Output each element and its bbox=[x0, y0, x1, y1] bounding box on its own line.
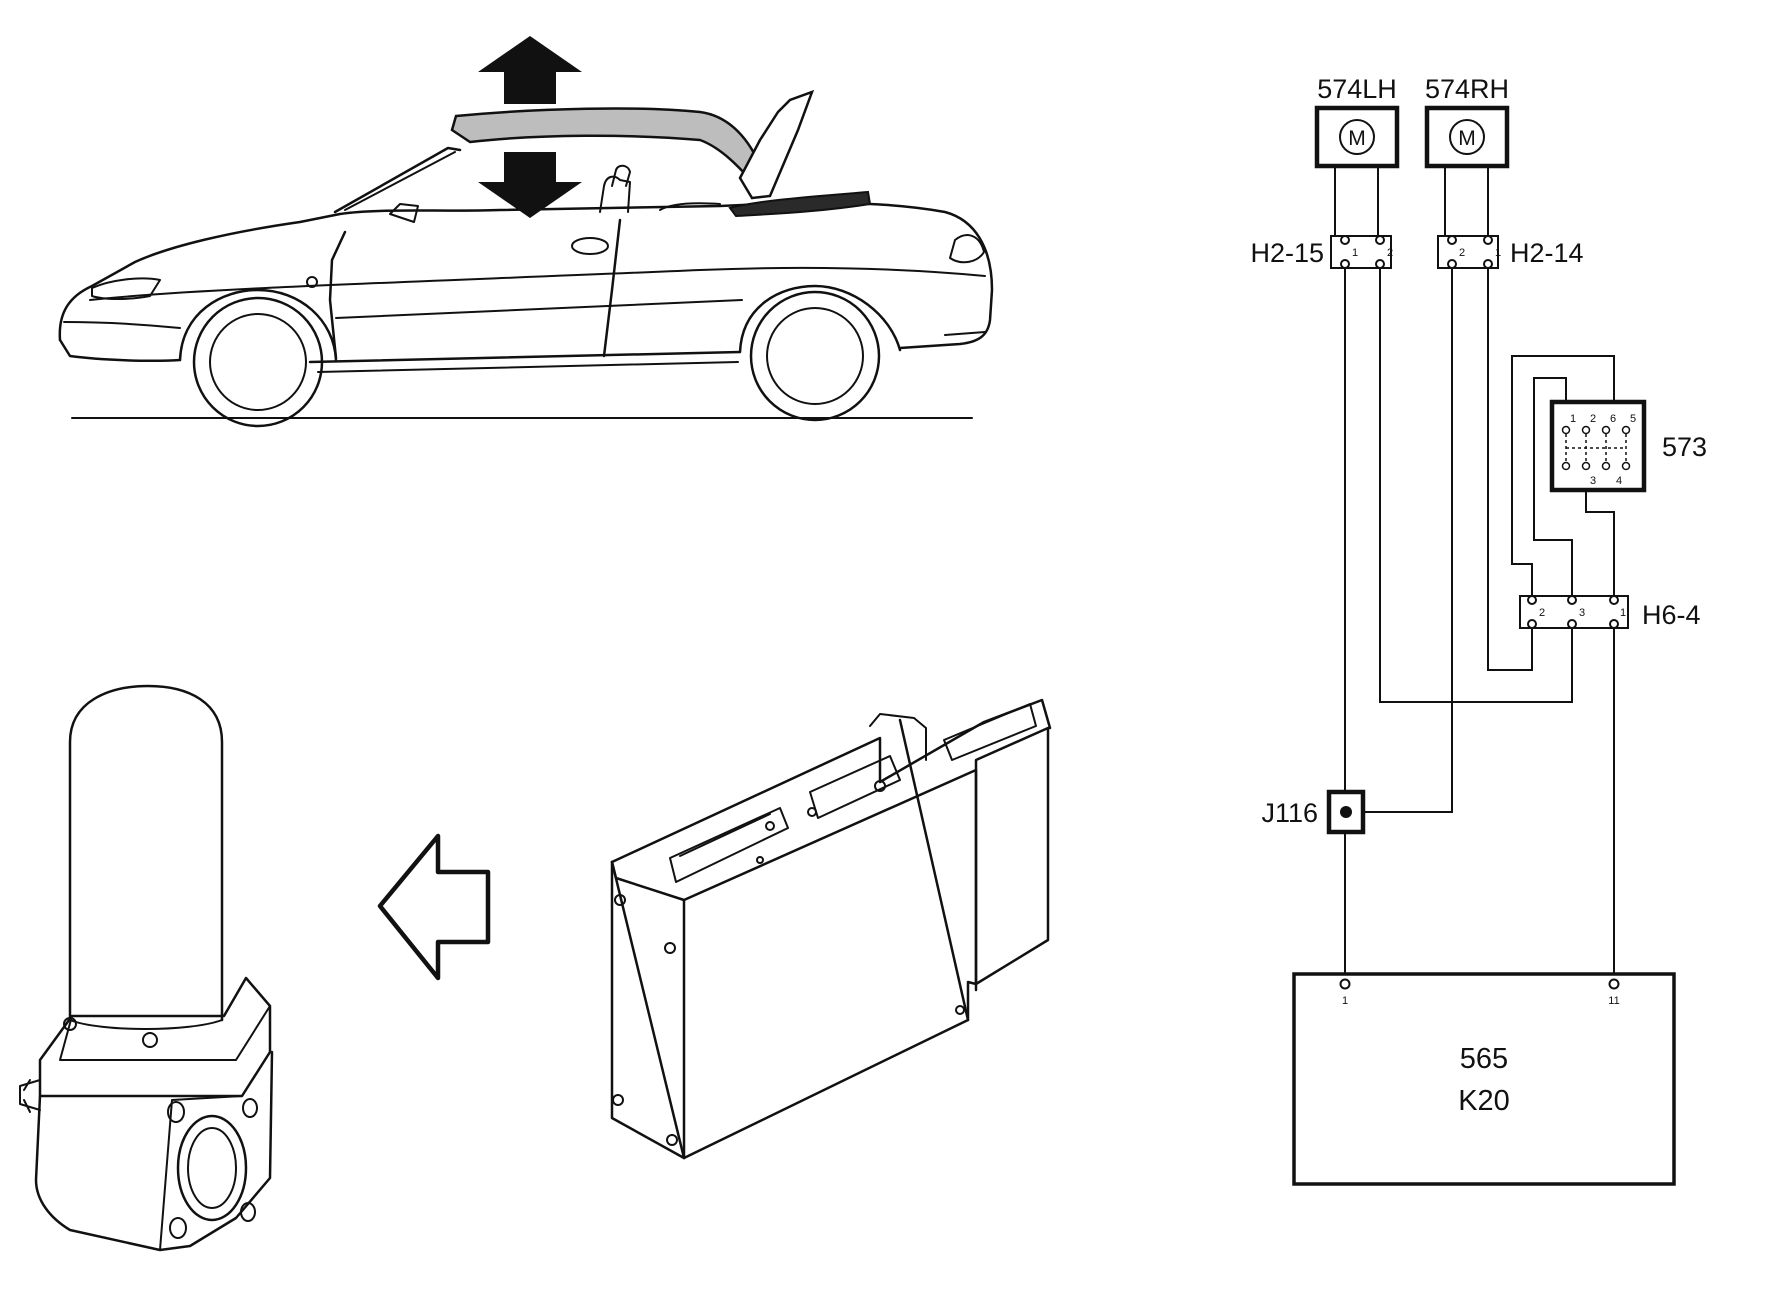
arrow-left-outline-icon bbox=[377, 833, 491, 981]
junction-j116: J116 bbox=[1261, 789, 1366, 835]
switch-pin: 5 bbox=[1630, 413, 1636, 425]
switch-573: 1 2 6 5 3 4 573 bbox=[1549, 399, 1707, 493]
connector-h6-4-label: H6-4 bbox=[1642, 600, 1701, 630]
motor-574rh: M 574RH bbox=[1424, 74, 1510, 169]
wire-harness bbox=[1334, 166, 1615, 980]
convertible-car-illustration bbox=[58, 36, 994, 428]
switch-pin: 4 bbox=[1616, 475, 1622, 487]
motor-symbol-icon: M bbox=[1458, 127, 1476, 150]
motor-574rh-label: 574RH bbox=[1425, 74, 1509, 104]
control-module-illustration bbox=[610, 698, 1052, 1160]
connector-h2-14: 2 1 H2-14 bbox=[1437, 235, 1584, 269]
hydraulic-pump-motor-illustration bbox=[19, 684, 274, 1252]
connector-h2-15-label: H2-15 bbox=[1250, 238, 1324, 268]
connector-pin: 1 bbox=[1620, 607, 1626, 619]
motor-symbol-icon: M bbox=[1348, 127, 1366, 150]
connector-pin: 2 bbox=[1387, 247, 1393, 259]
switch-pin: 1 bbox=[1570, 413, 1576, 425]
switch-pin: 6 bbox=[1610, 413, 1616, 425]
connector-pin: 2 bbox=[1539, 607, 1545, 619]
module-pin: 11 bbox=[1608, 995, 1619, 1007]
arrow-up-icon bbox=[478, 36, 582, 104]
connector-h2-15: 1 2 H2-15 bbox=[1250, 235, 1393, 269]
connector-pin: 2 bbox=[1459, 247, 1465, 259]
switch-pin: 3 bbox=[1590, 475, 1596, 487]
wiring-schematic: M 574LH M 574RH 1 2 H2-15 bbox=[1250, 74, 1707, 1186]
motor-574lh-label: 574LH bbox=[1317, 74, 1397, 104]
connector-pin: 1 bbox=[1495, 247, 1501, 259]
connector-h2-14-label: H2-14 bbox=[1510, 238, 1584, 268]
soft-top-roof bbox=[450, 107, 764, 193]
junction-j116-label: J116 bbox=[1261, 798, 1318, 828]
motor-574lh: M 574LH bbox=[1314, 74, 1400, 169]
arrow-down-icon bbox=[478, 152, 582, 218]
connector-h6-4: 2 3 1 H6-4 bbox=[1519, 595, 1701, 630]
connector-pin: 1 bbox=[1352, 247, 1358, 259]
control-module-number: 565 bbox=[1460, 1043, 1508, 1075]
connector-pin: 3 bbox=[1579, 607, 1585, 619]
control-module-code: K20 bbox=[1458, 1085, 1510, 1117]
switch-573-label: 573 bbox=[1662, 432, 1707, 462]
module-pin: 1 bbox=[1342, 995, 1348, 1007]
control-module-565: 1 11 565 K20 bbox=[1292, 972, 1676, 1186]
switch-pin: 2 bbox=[1590, 413, 1596, 425]
